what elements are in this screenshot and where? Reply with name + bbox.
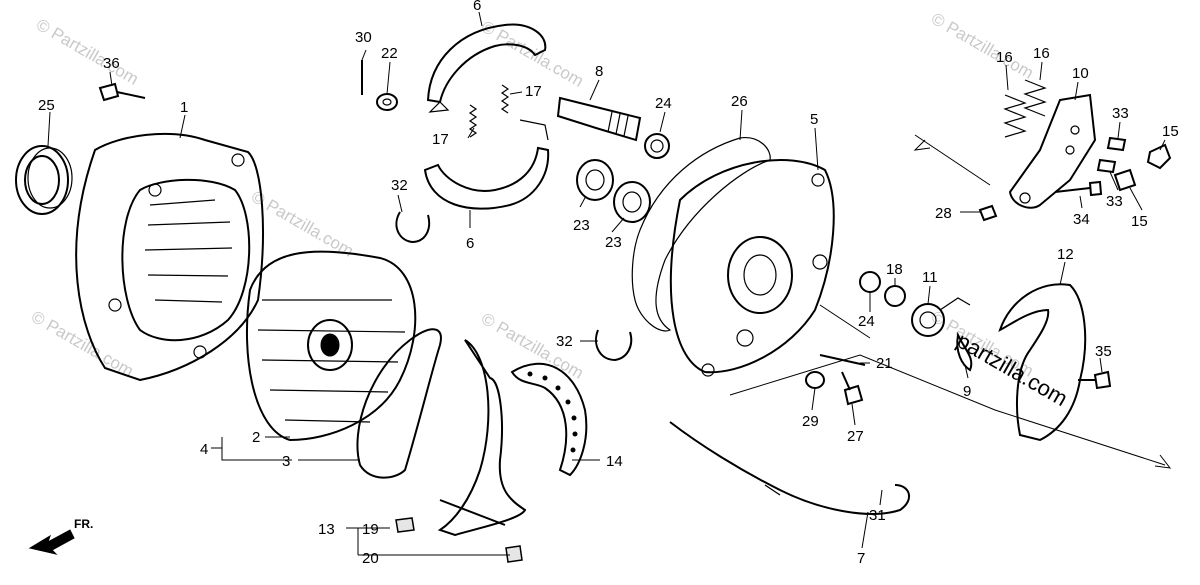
callout-27: 27 xyxy=(847,428,864,445)
part-brake-band xyxy=(437,339,527,537)
callout-29: 29 xyxy=(802,413,819,430)
part-inner-drum xyxy=(245,250,417,442)
front-direction-indicator: FR. xyxy=(28,517,93,555)
callout-17-lower: 17 xyxy=(432,131,449,148)
part-brake-cable xyxy=(669,421,910,515)
callout-22: 22 xyxy=(381,45,398,62)
part-bolt xyxy=(1054,180,1103,197)
part-brake-shoe-lower xyxy=(423,119,550,210)
callout-16-right: 16 xyxy=(1033,45,1050,62)
callout-6: 6 xyxy=(473,0,481,14)
part-brake-panel xyxy=(669,159,835,377)
callout-33: 33 xyxy=(1112,105,1129,122)
callout-34: 34 xyxy=(1073,211,1090,228)
part-brake-arm xyxy=(1008,93,1097,209)
assembly-guide-lines xyxy=(729,134,1172,469)
part-spring xyxy=(1003,79,1047,138)
part-cam-shaft xyxy=(556,96,642,142)
callout-labels: 1 2 3 4 5 6 6 7 8 9 10 11 12 13 14 15 15… xyxy=(38,0,1179,567)
callout-32: 32 xyxy=(391,177,408,194)
watermark: © Partzilla.com xyxy=(928,9,1037,83)
callout-5: 5 xyxy=(810,111,818,128)
callout-30: 30 xyxy=(355,29,372,46)
part-washer xyxy=(376,93,398,111)
callout-23: 23 xyxy=(573,217,590,234)
part-seal xyxy=(644,133,670,159)
leader-lines xyxy=(47,11,1166,556)
callout-3: 3 xyxy=(282,453,290,470)
callout-8: 8 xyxy=(595,63,603,80)
part-bolt xyxy=(841,371,864,406)
callout-33-lower: 33 xyxy=(1106,193,1123,210)
callout-1: 1 xyxy=(180,99,188,116)
part-indicator-plate xyxy=(956,331,973,372)
part-o-ring xyxy=(356,328,442,479)
part-nut xyxy=(978,204,998,222)
part-bolt xyxy=(1078,370,1112,390)
callout-36: 36 xyxy=(103,55,120,72)
part-wing-nut xyxy=(1113,143,1172,192)
callout-17: 17 xyxy=(525,83,542,100)
callout-18: 18 xyxy=(886,261,903,278)
watermark: © Partzilla.com xyxy=(28,307,137,381)
callout-20: 20 xyxy=(362,550,379,567)
callout-16: 16 xyxy=(996,49,1013,66)
callout-13: 13 xyxy=(318,521,335,538)
callout-26: 26 xyxy=(731,93,748,110)
watermark: © Partzilla.com xyxy=(248,187,357,261)
part-spring xyxy=(468,84,510,138)
callout-14: 14 xyxy=(606,453,623,470)
callout-21: 21 xyxy=(876,355,893,372)
part-washer xyxy=(805,371,825,389)
callout-9: 9 xyxy=(963,383,971,400)
callout-24-lower: 24 xyxy=(858,313,875,330)
watermark: © Partzilla.com xyxy=(33,15,142,89)
part-guard-plate xyxy=(998,283,1087,442)
part-bolt xyxy=(98,82,146,102)
part-pin xyxy=(1096,136,1127,174)
callout-11: 11 xyxy=(922,269,938,286)
part-bearing xyxy=(576,159,651,223)
part-gasket xyxy=(631,137,771,332)
callout-15: 15 xyxy=(1162,123,1179,140)
callout-7: 7 xyxy=(857,550,865,567)
part-oil-seal xyxy=(15,145,73,215)
part-fitting xyxy=(395,517,523,563)
callout-19: 19 xyxy=(362,521,379,538)
callout-4: 4 xyxy=(200,441,208,458)
callout-24: 24 xyxy=(655,95,672,112)
part-clip xyxy=(395,211,633,362)
callout-6-lower: 6 xyxy=(466,235,474,252)
front-indicator-label: FR. xyxy=(74,517,93,531)
part-brake-drum-housing xyxy=(75,132,264,382)
callout-15-lower: 15 xyxy=(1131,213,1148,230)
callout-35: 35 xyxy=(1095,343,1112,360)
watermark-layer: © Partzilla.com © Partzilla.com © Partzi… xyxy=(28,9,1037,383)
callout-10: 10 xyxy=(1072,65,1089,82)
part-perforated-band xyxy=(510,362,588,477)
part-brake-shoe-upper xyxy=(426,23,547,113)
callout-32-lower: 32 xyxy=(556,333,573,350)
callout-2: 2 xyxy=(252,429,260,446)
callout-12: 12 xyxy=(1057,246,1074,263)
callout-28: 28 xyxy=(935,205,952,222)
callout-25: 25 xyxy=(38,97,55,114)
callout-23-right: 23 xyxy=(605,234,622,251)
callout-31: 31 xyxy=(869,507,886,524)
